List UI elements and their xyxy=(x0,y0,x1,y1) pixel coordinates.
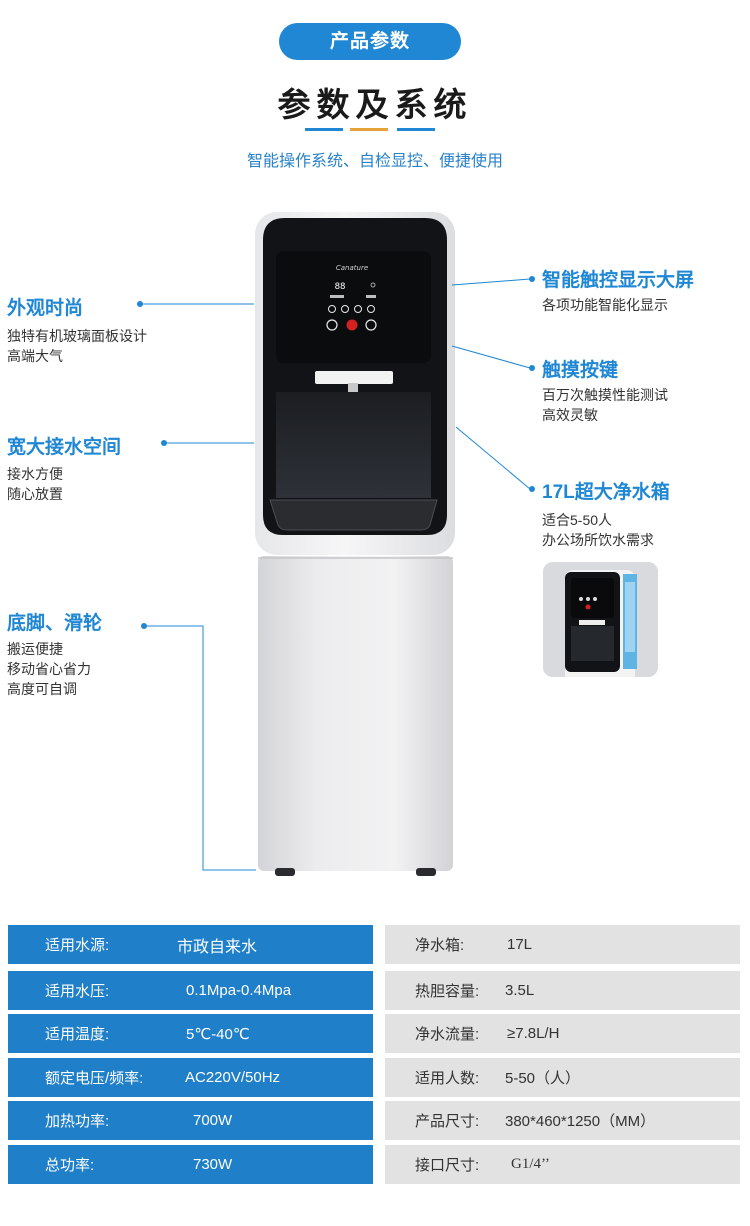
spec-row: 接口尺寸: G1/4’’ xyxy=(385,1145,740,1184)
spec-value: 17L xyxy=(507,936,533,953)
spec-label: 净水流量: xyxy=(415,1026,480,1043)
spec-row: 产品尺寸: 380*460*1250（MM） xyxy=(385,1101,740,1140)
spec-value: 5℃-40℃ xyxy=(186,1025,250,1043)
drip-tray xyxy=(269,499,438,531)
spec-label: 接口尺寸: xyxy=(415,1157,480,1174)
spec-value: 380*460*1250（MM） xyxy=(505,1113,656,1130)
spec-label: 适用温度: xyxy=(45,1026,110,1043)
feature-space: 宽大接水空间 接水方便 随心放置 xyxy=(7,432,121,504)
feature-line: 各项功能智能化显示 xyxy=(542,297,668,313)
spec-label: 产品尺寸: xyxy=(415,1113,480,1130)
section-badge: 产品参数 xyxy=(279,23,461,60)
feature-line: 高度可自调 xyxy=(7,681,77,697)
spec-label: 适用人数: xyxy=(415,1070,480,1087)
spec-label: 额定电压/频率: xyxy=(45,1070,144,1087)
feature-line: 办公场所饮水需求 xyxy=(542,532,654,548)
spec-value: 730W xyxy=(193,1156,233,1173)
title-dash-left xyxy=(305,128,343,131)
spec-row: 适用水压: 0.1Mpa-0.4Mpa xyxy=(8,971,373,1010)
display-digits: 88 xyxy=(335,282,346,292)
feature-line: 高效灵敏 xyxy=(542,407,598,423)
display-indicator xyxy=(366,295,376,298)
spec-value: G1/4’’ xyxy=(511,1156,550,1172)
spec-label: 热胆容量: xyxy=(415,983,480,1000)
spec-row: 总功率: 730W xyxy=(8,1145,373,1184)
spec-row: 净水流量: ≥7.8L/H xyxy=(385,1014,740,1053)
dispense-bar xyxy=(315,371,393,384)
spec-value: ≥7.8L/H xyxy=(507,1025,560,1042)
brand-logo: Canature xyxy=(336,264,368,272)
feature-keys: 触摸按键 百万次触摸性能测试 高效灵敏 xyxy=(542,355,668,425)
spec-label: 加热功率: xyxy=(45,1113,110,1130)
spec-label: 适用水源: xyxy=(45,937,110,954)
water-basin xyxy=(276,392,431,498)
spec-value: 700W xyxy=(193,1112,233,1129)
feature-screen: 智能触控显示大屏 各项功能智能化显示 xyxy=(542,265,694,315)
lower-cabinet xyxy=(258,556,453,871)
feature-title: 17L超大净水箱 xyxy=(542,482,670,503)
callout-lines xyxy=(142,278,531,871)
spec-value: 0.1Mpa-0.4Mpa xyxy=(186,982,292,999)
tank-thumbnail xyxy=(543,562,658,677)
spec-value: 市政自来水 xyxy=(177,938,258,956)
spec-value: AC220V/50Hz xyxy=(185,1069,281,1086)
spec-row: 热胆容量: 3.5L xyxy=(385,971,740,1010)
title-dash-right xyxy=(397,128,435,131)
feature-line: 适合5-50人 xyxy=(542,512,613,528)
control-screen xyxy=(276,251,431,363)
spec-label: 总功率: xyxy=(45,1157,95,1174)
feature-title: 底脚、滑轮 xyxy=(7,613,103,634)
feature-tank: 17L超大净水箱 适合5-50人 办公场所饮水需求 xyxy=(542,477,670,550)
callout-dots xyxy=(137,276,535,629)
feature-title: 宽大接水空间 xyxy=(7,437,122,458)
spec-row: 额定电压/频率: AC220V/50Hz xyxy=(8,1058,373,1097)
feature-line: 搬运便捷 xyxy=(7,641,63,657)
feature-base: 底脚、滑轮 搬运便捷 移动省心省力 高度可自调 xyxy=(7,608,102,699)
spec-label: 适用水压: xyxy=(45,983,110,1000)
spec-row: 适用温度: 5℃-40℃ xyxy=(8,1014,373,1053)
feature-title: 智能触控显示大屏 xyxy=(542,270,695,291)
touch-keys xyxy=(326,305,377,331)
feature-line: 百万次触摸性能测试 xyxy=(542,387,668,403)
feature-line: 随心放置 xyxy=(7,486,63,502)
feature-line: 接水方便 xyxy=(7,466,63,482)
water-dispenser-illustration: Canature 88 xyxy=(137,212,535,876)
tank-thumbnail-image xyxy=(543,562,658,677)
feature-appearance: 外观时尚 独特有机玻璃面板设计 高端大气 xyxy=(7,293,147,366)
title-dash-center xyxy=(350,128,388,131)
spec-row: 净水箱: 17L xyxy=(385,925,740,964)
spec-label: 净水箱: xyxy=(415,937,465,954)
foot-left xyxy=(275,868,295,876)
feature-title: 外观时尚 xyxy=(7,298,84,319)
feature-line: 独特有机玻璃面板设计 xyxy=(7,328,147,344)
spec-value: 5-50（人） xyxy=(505,1070,581,1087)
foot-right xyxy=(416,868,436,876)
spec-value: 3.5L xyxy=(505,982,535,999)
feature-line: 移动省心省力 xyxy=(7,661,91,677)
spec-row: 加热功率: 700W xyxy=(8,1101,373,1140)
display-indicator xyxy=(330,295,344,298)
spec-row: 适用人数: 5-50（人） xyxy=(385,1058,740,1097)
page-title: 参数及系统 xyxy=(277,86,473,123)
spec-row: 适用水源: 市政自来水 xyxy=(8,925,373,964)
page-subtitle: 智能操作系统、自检显控、便捷使用 xyxy=(246,153,503,170)
display-dot xyxy=(370,282,376,288)
feature-title: 触摸按键 xyxy=(542,360,619,381)
feature-line: 高端大气 xyxy=(7,348,63,364)
